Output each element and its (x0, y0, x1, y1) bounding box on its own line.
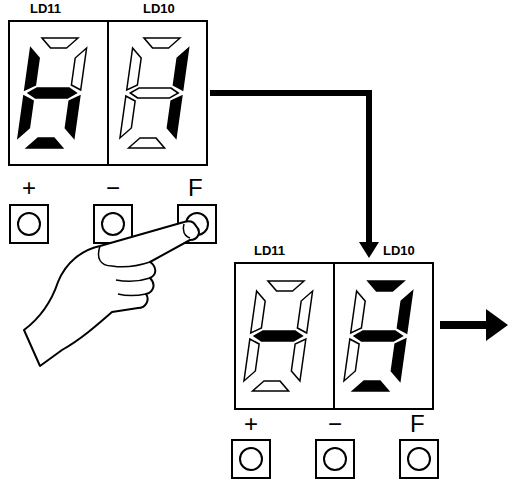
segment (290, 339, 306, 381)
display-label: LD11 (30, 1, 61, 16)
segment (367, 281, 404, 291)
display-label: LD11 (254, 243, 285, 258)
segment (354, 331, 403, 341)
segment (127, 48, 143, 90)
segment (64, 96, 80, 138)
digit (343, 281, 414, 391)
segment (18, 96, 34, 138)
segment (28, 88, 77, 98)
display-digit-box: LD10 (333, 262, 434, 410)
segment (344, 339, 360, 381)
button-label: F (188, 176, 203, 200)
segment (130, 88, 179, 98)
digit (243, 281, 314, 391)
segment (390, 339, 406, 381)
segment (244, 339, 260, 381)
digit (17, 38, 88, 148)
segment (253, 381, 290, 391)
segment (166, 96, 182, 138)
display-label: LD10 (383, 243, 415, 258)
segment (351, 291, 367, 333)
hand (24, 221, 199, 366)
display-digit-box: LD11 (8, 20, 109, 166)
segment (120, 96, 136, 138)
exit-arrow (440, 309, 508, 341)
hand-lines (99, 224, 191, 296)
segment (143, 38, 180, 48)
digit (119, 38, 190, 148)
button-label: + (22, 176, 36, 200)
button-label: + (244, 412, 258, 436)
flow-arrow (210, 93, 379, 258)
segment (397, 291, 413, 333)
button-label: F (410, 412, 425, 436)
segment (254, 331, 303, 341)
button-set (10, 205, 438, 478)
segment (27, 138, 64, 148)
display-label: LD10 (143, 1, 175, 16)
segment (129, 138, 166, 148)
segment (251, 291, 267, 333)
segment (297, 291, 313, 333)
segment (173, 48, 189, 90)
segment (25, 48, 41, 90)
segment (71, 48, 87, 90)
seven-segment-digits (17, 38, 414, 391)
segment (41, 38, 78, 48)
segment (267, 281, 304, 291)
display-digit-box: LD10 (107, 20, 208, 166)
display-digit-box: LD11 (234, 262, 335, 410)
button-label: − (328, 412, 342, 436)
segment (353, 381, 390, 391)
button-label: − (106, 176, 120, 200)
